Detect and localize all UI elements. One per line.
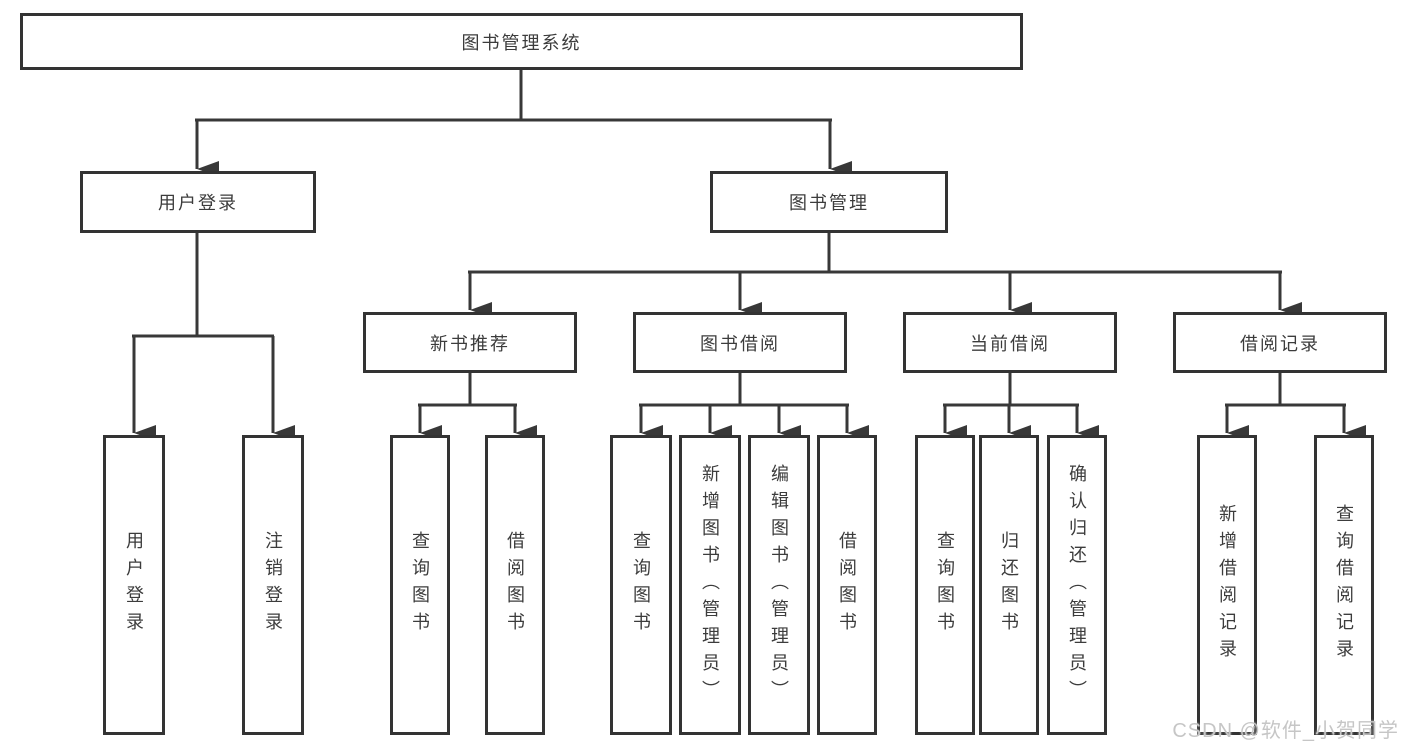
leaf-borrow-books-recommend: 借阅图书 bbox=[485, 435, 545, 735]
csdn-watermark: CSDN @软件_小贺同学 bbox=[1172, 720, 1399, 742]
node-library-management-system: 图书管理系统 bbox=[20, 13, 1023, 70]
node-book-borrow: 图书借阅 bbox=[633, 312, 847, 373]
leaf-borrow-books: 借阅图书 bbox=[817, 435, 877, 735]
node-user-login: 用户登录 bbox=[80, 171, 316, 233]
node-borrow-records: 借阅记录 bbox=[1173, 312, 1387, 373]
leaf-return-books: 归还图书 bbox=[979, 435, 1039, 735]
leaf-query-books-borrow: 查询图书 bbox=[610, 435, 672, 735]
leaf-confirm-return-admin: 确认归还（管理员） bbox=[1047, 435, 1107, 735]
leaf-query-borrow-record: 查询借阅记录 bbox=[1314, 435, 1374, 735]
leaf-logout: 注销登录 bbox=[242, 435, 304, 735]
leaf-add-books-admin: 新增图书（管理员） bbox=[679, 435, 741, 735]
leaf-user-login: 用户登录 bbox=[103, 435, 165, 735]
leaf-edit-books-admin: 编辑图书（管理员） bbox=[748, 435, 810, 735]
node-new-book-recommend: 新书推荐 bbox=[363, 312, 577, 373]
node-book-management: 图书管理 bbox=[710, 171, 948, 233]
leaf-query-books-recommend: 查询图书 bbox=[390, 435, 450, 735]
leaf-add-borrow-record: 新增借阅记录 bbox=[1197, 435, 1257, 735]
leaf-query-books-current: 查询图书 bbox=[915, 435, 975, 735]
node-current-borrow: 当前借阅 bbox=[903, 312, 1117, 373]
